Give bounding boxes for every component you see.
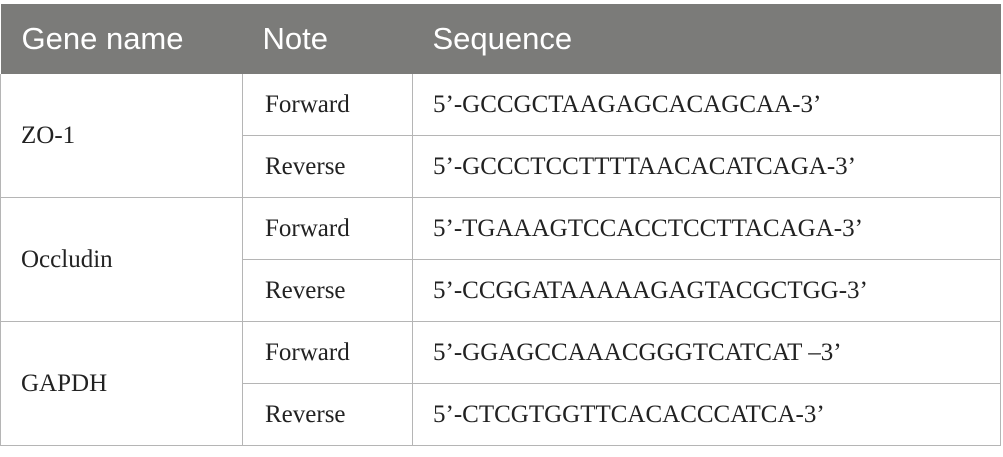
sequence-cell: 5’-GCCCTCCTTTTAACACATCAGA-3’ <box>412 135 1001 198</box>
gene-cell-zo1: ZO-1 <box>0 74 243 198</box>
gene-cell-gapdh: GAPDH <box>0 321 243 446</box>
table-row: Reverse 5’-CTCGTGGTTCACACCCATCA-3’ <box>1 383 1001 446</box>
note-cell: Forward <box>242 197 413 260</box>
header-row: Gene name Note Sequence <box>0 4 1001 74</box>
table-row: Occludin Forward 5’-TGAAAGTCCACCTCCTTACA… <box>0 197 1001 322</box>
note-cell: Reverse <box>242 135 413 198</box>
note-cell: Reverse <box>242 383 413 446</box>
sequence-cell: 5’-GGAGCCAAACGGGTCATCAT –3’ <box>412 321 1001 384</box>
primer-table: Gene name Note Sequence ZO-1 Forward 5’-… <box>0 4 1001 446</box>
gene-cell-occludin: Occludin <box>0 197 243 322</box>
sequence-cell: 5’-CTCGTGGTTCACACCCATCA-3’ <box>412 383 1001 446</box>
header-note: Note <box>242 4 413 74</box>
sequence-cell: 5’-CCGGATAAAAAGAGTACGCTGG-3’ <box>412 259 1001 322</box>
note-cell: Forward <box>242 74 413 136</box>
header-sequence: Sequence <box>412 4 1001 74</box>
header-gene-name: Gene name <box>0 4 243 74</box>
table-row: ZO-1 Forward 5’-GCCGCTAAGAGCACAGCAA-3’ <box>0 74 1001 198</box>
sequence-cell: 5’-TGAAAGTCCACCTCCTTACAGA-3’ <box>412 197 1001 260</box>
table-body: ZO-1 Forward 5’-GCCGCTAAGAGCACAGCAA-3’ R… <box>0 74 1001 446</box>
sequence-cell: 5’-GCCGCTAAGAGCACAGCAA-3’ <box>412 74 1001 136</box>
table-header: Gene name Note Sequence <box>0 4 1001 74</box>
table-row: Reverse 5’-GCCCTCCTTTTAACACATCAGA-3’ <box>1 135 1001 198</box>
note-cell: Reverse <box>242 259 413 322</box>
note-cell: Forward <box>242 321 413 384</box>
table-row: GAPDH Forward 5’-GGAGCCAAACGGGTCATCAT –3… <box>0 321 1001 446</box>
